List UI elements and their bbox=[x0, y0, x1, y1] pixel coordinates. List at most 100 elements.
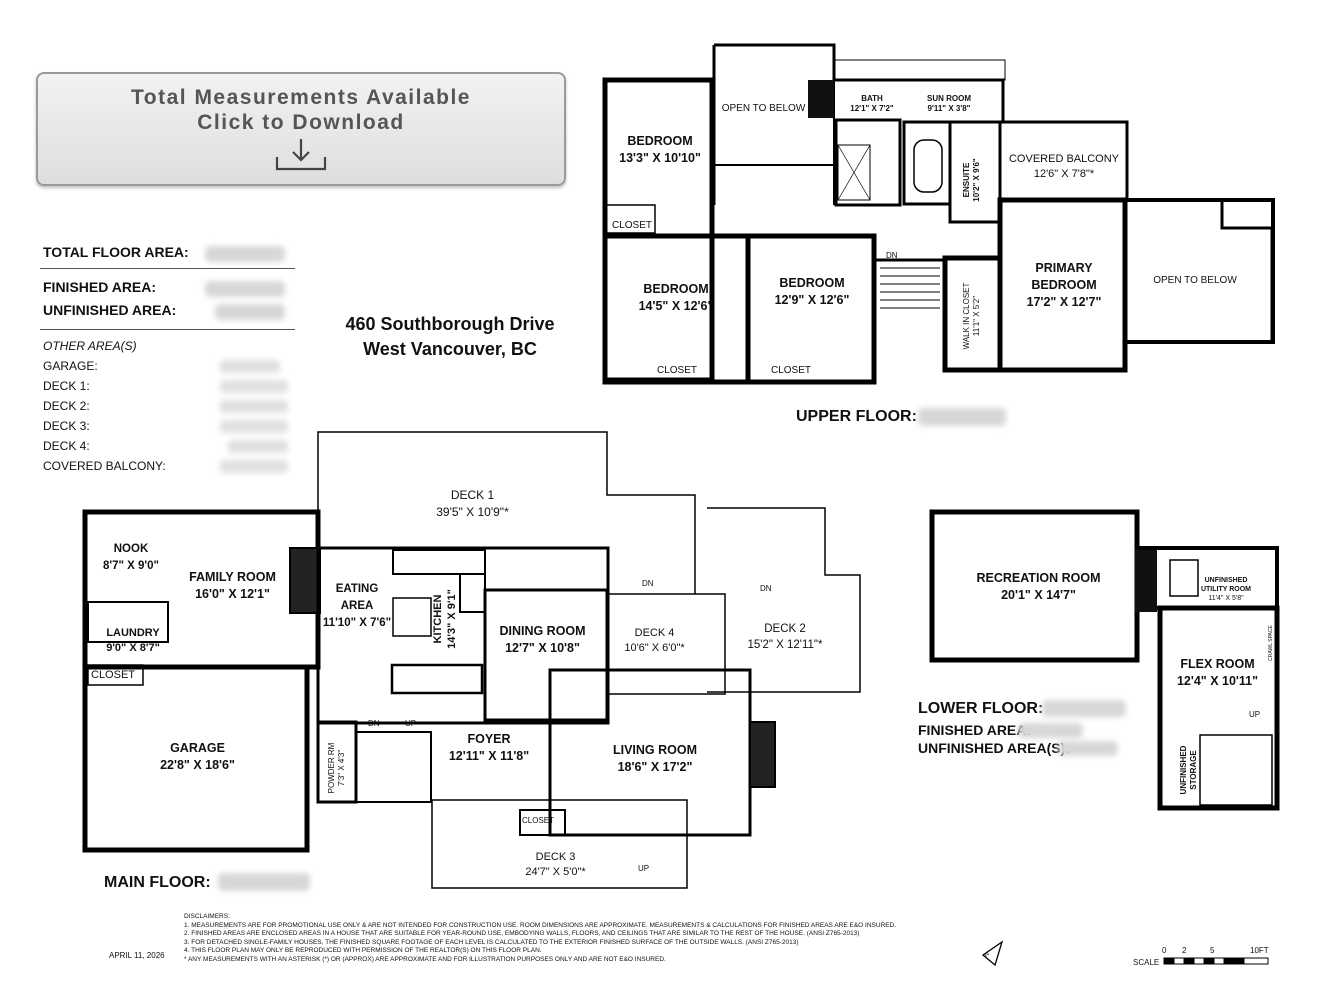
scale-2: 2 bbox=[1182, 946, 1187, 955]
bedroom-1-name: BEDROOM bbox=[627, 134, 693, 148]
scale-0: 0 bbox=[1162, 946, 1167, 955]
living-room-label: LIVING ROOM 18'6" X 17'2" bbox=[600, 742, 710, 776]
sun-room-dims: 9'11" X 3'8" bbox=[927, 104, 971, 113]
flex-room-dims: 12'4" X 10'11" bbox=[1176, 674, 1259, 688]
powder-room-dims: 7'3" X 4'3" bbox=[337, 749, 346, 787]
laundry-name: LAUNDRY bbox=[106, 627, 160, 639]
total-floor-area-label: TOTAL FLOOR AREA: bbox=[43, 244, 189, 260]
garage-area-value-blurred bbox=[220, 360, 280, 373]
closet-label-upper-3: CLOSET bbox=[770, 365, 811, 376]
kitchen-name: KITCHEN bbox=[432, 594, 444, 644]
deck-1-dims: 39'5" X 10'9"* bbox=[436, 505, 509, 519]
deck-dn-main: DN bbox=[642, 579, 654, 588]
deck-4-dims: 10'6" X 6'0"* bbox=[624, 642, 685, 654]
deck-2-name: DECK 2 bbox=[764, 623, 806, 635]
other-areas-heading: OTHER AREA(S) bbox=[43, 339, 137, 353]
main-floor-area-blurred bbox=[218, 873, 310, 891]
ensuite-dims: 10'2" X 9'6" bbox=[972, 158, 981, 202]
living-room-name: LIVING ROOM bbox=[612, 743, 698, 757]
utility-room-name-1: UNFINISHED bbox=[1204, 577, 1248, 584]
plan-date: APRIL 11, 2026 bbox=[109, 951, 165, 960]
laundry-label: LAUNDRY 9'0" X 8'7" bbox=[98, 626, 168, 656]
deck2-area-value-blurred bbox=[220, 400, 288, 413]
family-room-label: FAMILY ROOM 16'0" X 12'1" bbox=[180, 569, 285, 603]
bedroom-2-name: BEDROOM bbox=[643, 282, 709, 296]
storage-name-2: STORAGE bbox=[1189, 750, 1198, 790]
deck-4-label: DECK 4 10'6" X 6'0"* bbox=[612, 626, 697, 656]
foyer-name: FOYER bbox=[467, 732, 511, 746]
scale-label: SCALE bbox=[1133, 958, 1160, 967]
garage-area-label: GARAGE: bbox=[43, 359, 98, 373]
scale-bar-icon bbox=[1163, 957, 1269, 965]
scale-5: 5 bbox=[1210, 946, 1215, 955]
property-address: 460 Southborough Drive West Vancouver, B… bbox=[320, 312, 580, 362]
primary-bedroom-label: PRIMARY BEDROOM 17'2" X 12'7" bbox=[1008, 260, 1120, 311]
crawl-space-label: CRAWL SPACE bbox=[1268, 625, 1274, 661]
eating-area-dims: 11'10" X 7'6" bbox=[322, 617, 392, 629]
family-room-dims: 16'0" X 12'1" bbox=[195, 587, 270, 601]
upper-floor-walls bbox=[602, 43, 1275, 385]
total-floor-area-value-blurred bbox=[205, 246, 285, 262]
ensuite-name: ENSUITE bbox=[962, 162, 971, 198]
download-line-1: Total Measurements Available bbox=[131, 86, 471, 109]
dining-room-label: DINING ROOM 12'7" X 10'8" bbox=[490, 623, 595, 657]
foyer-dims: 12'11" X 11'8" bbox=[448, 749, 530, 763]
deck-3-dims: 24'7" X 5'0"* bbox=[525, 866, 586, 878]
unfinished-area-value-blurred bbox=[215, 304, 285, 320]
lower-floor-area-blurred bbox=[1042, 700, 1126, 717]
covered-balcony-name: COVERED BALCONY bbox=[1008, 153, 1120, 165]
primary-bedroom-dims: 17'2" X 12'7" bbox=[1026, 295, 1102, 309]
download-line-2: Click to Download bbox=[197, 111, 405, 134]
family-room-name: FAMILY ROOM bbox=[189, 570, 276, 584]
stairs-dn-main: DN bbox=[368, 719, 380, 728]
disclaimer-4: 4. THIS FLOOR PLAN MAY ONLY BE REPRODUCE… bbox=[184, 947, 542, 954]
divider bbox=[40, 329, 295, 330]
bath-label: BATH 12'1" X 7'2" bbox=[842, 94, 902, 114]
nook-dims: 8'7" X 9'0" bbox=[102, 560, 160, 572]
deck-3-name: DECK 3 bbox=[535, 851, 576, 863]
closet-label-upper-2: CLOSET bbox=[656, 365, 697, 376]
utility-room-label: UNFINISHED UTILITY ROOM 11'4" X 5'8" bbox=[1196, 576, 1256, 603]
disclaimers-title: DISCLAIMERS: bbox=[184, 913, 230, 920]
utility-room-name-2: UTILITY ROOM bbox=[1200, 586, 1252, 593]
deck4-area-label: DECK 4: bbox=[43, 439, 90, 453]
living-room-dims: 18'6" X 17'2" bbox=[617, 760, 693, 774]
stairs-up-main: UP bbox=[405, 719, 417, 728]
covered-balcony-label: COVERED BALCONY 12'6" X 7'8"* bbox=[1004, 152, 1124, 182]
download-measurements-button[interactable]: Total Measurements Available Click to Do… bbox=[36, 72, 566, 186]
upper-floor-title: UPPER FLOOR: bbox=[796, 408, 917, 425]
bedroom-1-label: BEDROOM 13'3" X 10'10" bbox=[608, 133, 712, 167]
powder-room-label: POWDER RM 7'3" X 4'3" bbox=[327, 733, 347, 803]
finished-area-label: FINISHED AREA: bbox=[43, 279, 157, 295]
garage-dims: 22'8" X 18'6" bbox=[160, 758, 235, 772]
deck-2-label: DECK 2 15'2" X 12'11"* bbox=[735, 621, 835, 653]
eating-area-name-1: EATING bbox=[335, 583, 379, 595]
finished-area-value-blurred bbox=[205, 281, 285, 297]
address-line-2: West Vancouver, BC bbox=[363, 339, 537, 359]
walk-in-closet-label: WALK IN CLOSET 11'1" X 5'2" bbox=[962, 276, 982, 356]
deck-3-label: DECK 3 24'7" X 5'0"* bbox=[508, 850, 603, 880]
utility-room-dims: 11'4" X 5'8" bbox=[1208, 595, 1244, 602]
open-to-below-upper-right: OPEN TO BELOW bbox=[1153, 275, 1237, 286]
deck3-up-main: UP bbox=[638, 864, 650, 873]
lower-finished-area-label: FINISHED AREA: bbox=[918, 722, 1032, 738]
upper-floor-area-blurred bbox=[918, 408, 1006, 426]
covered-balcony-area-value-blurred bbox=[220, 460, 288, 473]
divider bbox=[40, 268, 295, 269]
unfinished-area-label: UNFINISHED AREA: bbox=[43, 302, 177, 318]
disclaimer-3: 3. FOR DETACHED SINGLE-FAMILY HOUSES, TH… bbox=[184, 938, 799, 946]
sun-room-name: SUN ROOM bbox=[927, 94, 971, 103]
disclaimer-1: 1. MEASUREMENTS ARE FOR PROMOTIONAL USE … bbox=[184, 921, 897, 929]
ensuite-label: ENSUITE 10'2" X 9'6" bbox=[962, 140, 982, 220]
powder-room-name: POWDER RM bbox=[327, 742, 336, 794]
eating-area-name-2: AREA bbox=[340, 600, 374, 612]
bedroom-1-dims: 13'3" X 10'10" bbox=[619, 151, 701, 165]
stairs-up-lower: UP bbox=[1249, 710, 1261, 719]
bedroom-2-dims: 14'5" X 12'6" bbox=[638, 299, 714, 313]
lower-unfinished-area-blurred bbox=[1058, 741, 1118, 756]
bath-dims: 12'1" X 7'2" bbox=[850, 104, 894, 113]
lower-unfinished-areas-label: UNFINISHED AREA(S): bbox=[918, 740, 1070, 756]
deck-1-name: DECK 1 bbox=[450, 488, 495, 502]
sun-room-label: SUN ROOM 9'11" X 3'8" bbox=[918, 94, 980, 114]
